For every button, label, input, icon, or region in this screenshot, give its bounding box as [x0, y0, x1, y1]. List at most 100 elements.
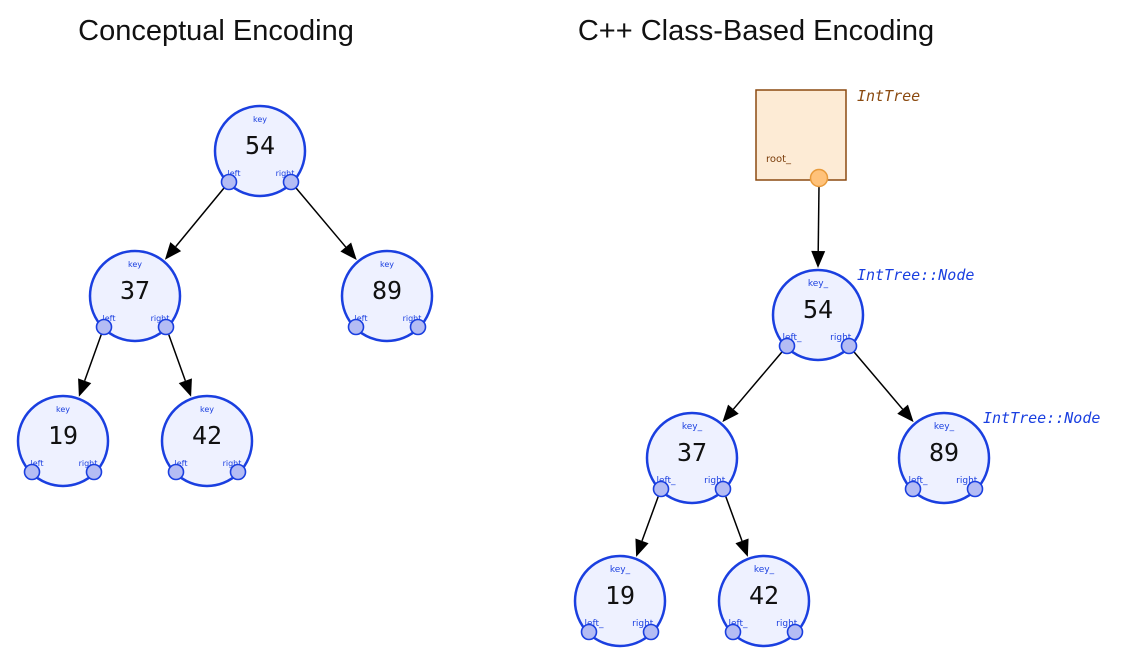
right-pointer-label: right_ [830, 333, 856, 343]
left-pointer-dot [904, 480, 922, 498]
left-pointer-dot [220, 173, 238, 191]
left-pointer-dot [778, 337, 796, 355]
right-pointer-dot [157, 318, 175, 336]
left-pointer-label: left_ [908, 476, 928, 486]
tree-node-42-conceptual: key 42 left right [160, 394, 254, 488]
left-pointer-dot [724, 623, 742, 641]
edge-c54-left [164, 187, 225, 260]
root-field-label: root_ [766, 154, 792, 165]
right-pointer-dot [714, 480, 732, 498]
edge-c37-right-line [167, 333, 187, 382]
node-type-label: IntTree::Node [983, 409, 1100, 427]
right-pointer-dot [786, 623, 804, 641]
edge-p54-right-arrowhead [897, 404, 914, 423]
left-pointer-label: left_ [782, 333, 802, 343]
right-pointer-dot [85, 463, 103, 481]
right-pointer-dot [966, 480, 984, 498]
node-circle [16, 394, 110, 488]
edge-c54-right-line [295, 187, 347, 248]
node-circle [88, 249, 182, 343]
key-label: key [56, 405, 70, 414]
right-pointer-label: right_ [704, 476, 730, 486]
key-label: key [128, 260, 142, 269]
edge-p54-left [722, 351, 783, 423]
left-pointer-label: left [355, 314, 368, 323]
left-pointer-label: left [228, 169, 241, 178]
left-pointer-label: left [31, 459, 44, 468]
node-circle [573, 554, 667, 648]
edges-layer [78, 185, 914, 557]
edge-p54-right-line [853, 351, 904, 410]
node-circle [645, 411, 739, 505]
right-pointer-dot [840, 337, 858, 355]
right-pointer-dot [229, 463, 247, 481]
conceptual-title: Conceptual Encoding [78, 15, 354, 47]
edge-c37-left-line [83, 333, 103, 382]
node-circle [897, 411, 991, 505]
node-circle [717, 554, 811, 648]
key-label: key_ [934, 422, 955, 432]
node-circle [213, 104, 307, 198]
edge-c37-left-arrowhead [78, 378, 92, 397]
left-pointer-label: left [175, 459, 188, 468]
node-circle [340, 249, 434, 343]
left-pointer-dot [95, 318, 113, 336]
nodes-layer: key 54 left right key 37 left right key 89 left rig… [16, 87, 1100, 648]
right-pointer-label: right [403, 314, 422, 323]
key-value: 19 [605, 581, 635, 610]
right-pointer-label: right [223, 459, 242, 468]
node-type-label: IntTree::Node [857, 266, 974, 284]
key-label: key_ [610, 565, 631, 575]
edge-c37-left [78, 333, 103, 397]
edge-c37-right-arrowhead [178, 378, 192, 397]
inttree-rect [755, 89, 847, 181]
edge-p37-left [635, 495, 660, 557]
edge-p37-left-arrowhead [635, 538, 649, 557]
right-pointer-label: right_ [956, 476, 982, 486]
node-circle [160, 394, 254, 488]
inttree-box: root_ IntTree [755, 87, 920, 188]
right-pointer-label: right_ [632, 619, 658, 629]
key-label: key [380, 260, 394, 269]
key-value: 54 [803, 295, 833, 324]
left-pointer-label: left_ [728, 619, 748, 629]
edge-root-pointer [811, 185, 826, 268]
left-pointer-dot [167, 463, 185, 481]
key-label: key [253, 115, 267, 124]
edge-root-pointer-line [817, 185, 820, 252]
edge-p37-left-line [641, 495, 660, 542]
edge-p37-right-arrowhead [735, 538, 749, 557]
edge-c54-left-line [175, 187, 225, 248]
key-label: key_ [754, 565, 775, 575]
key-label: key_ [808, 279, 829, 289]
node-circle [771, 268, 865, 362]
right-pointer-dot [409, 318, 427, 336]
right-pointer-label: right [276, 169, 295, 178]
edge-p54-left-line [732, 351, 783, 410]
left-pointer-label: left_ [584, 619, 604, 629]
key-value: 37 [120, 276, 150, 305]
left-pointer-label: left_ [656, 476, 676, 486]
key-value: 42 [192, 421, 222, 450]
edge-c54-left-arrowhead [164, 242, 182, 260]
inttree-type-label: IntTree [857, 87, 920, 105]
edge-p37-right-line [724, 495, 743, 542]
edge-p54-right [853, 351, 914, 423]
key-value: 89 [929, 438, 959, 467]
key-value: 19 [48, 421, 78, 450]
root-pointer-dot [809, 168, 829, 188]
left-pointer-dot [347, 318, 365, 336]
right-pointer-dot [642, 623, 660, 641]
edge-p37-right [724, 495, 749, 557]
key-label: key_ [682, 422, 703, 432]
edge-root-pointer-arrowhead [811, 250, 826, 268]
key-label: key [200, 405, 214, 414]
